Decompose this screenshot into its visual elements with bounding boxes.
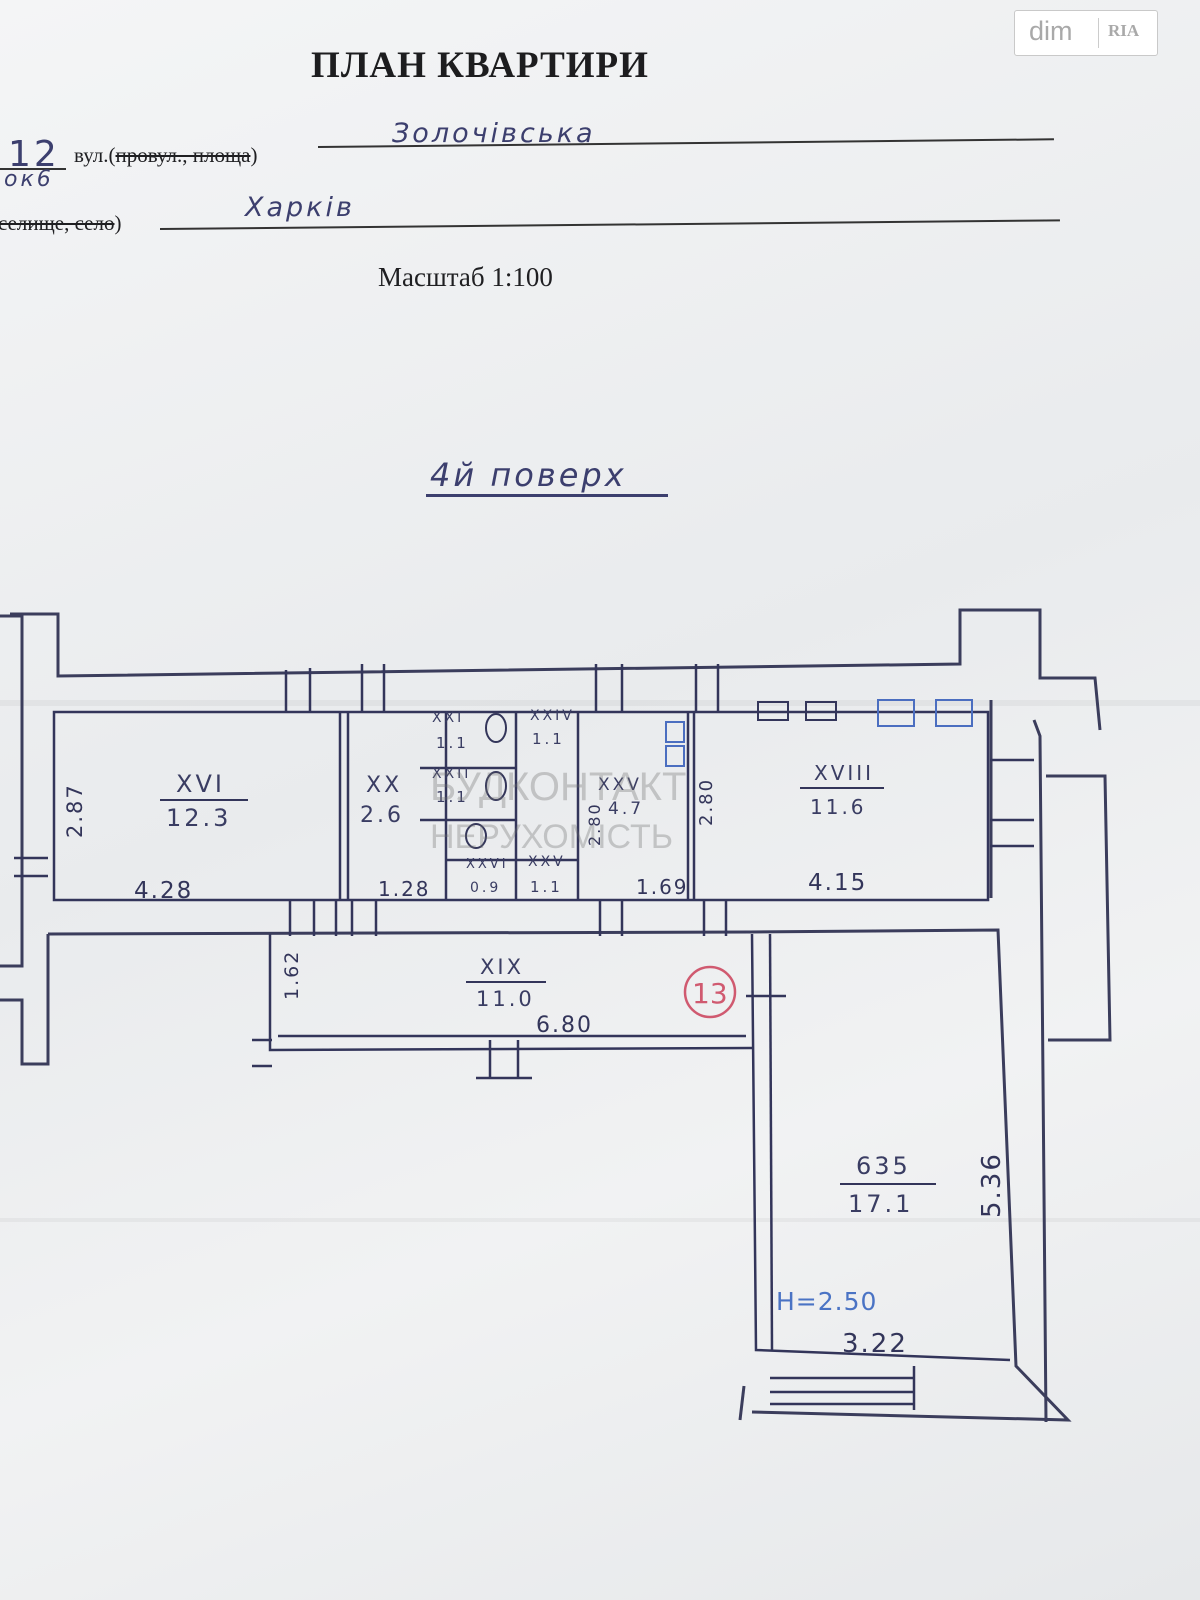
stair-lines <box>770 1376 914 1406</box>
room-walls <box>52 710 1011 1410</box>
dim-ria-logo: dim RIA <box>1014 10 1158 56</box>
outer-wall-far-right <box>1032 719 1048 1423</box>
room-xxv-small-area: 1.1 <box>530 878 563 896</box>
logo-ria-text: RIA <box>1108 21 1140 40</box>
room-xxii-id: XXII <box>432 766 471 782</box>
room-xix-id: XIX <box>480 955 524 979</box>
outer-wall-top <box>10 608 1102 731</box>
room-xix-area: 11.0 <box>476 987 535 1011</box>
logo-dim-text: dim <box>1029 16 1073 46</box>
paper-crease <box>0 700 1200 706</box>
apartment-number-circle <box>683 965 737 1019</box>
scale-label: Масштаб 1:100 <box>378 262 553 292</box>
room-xx-area: 2.6 <box>360 803 404 828</box>
north-room-block <box>52 710 990 902</box>
room-xvi-area: 12.3 <box>166 804 231 832</box>
room-xxiv-id: XXIV <box>530 708 575 724</box>
dim-5-36: 5.36 <box>977 1152 1007 1218</box>
logo-separator <box>1098 18 1099 48</box>
paper-crease <box>0 1218 1200 1222</box>
street-label: вул.(провул., площа) <box>74 143 258 167</box>
bath-fixtures <box>465 701 837 849</box>
document-title: ПЛАН КВАРТИРИ <box>311 45 649 86</box>
sink-icon <box>757 701 789 721</box>
house-number-line <box>0 168 66 170</box>
city-label: селище, село) <box>0 211 122 235</box>
ceiling-height: H=2.50 <box>776 1287 877 1316</box>
cabinet-icon <box>665 745 685 767</box>
dim-4-28: 4.28 <box>134 878 193 904</box>
dim-2-80-a: 2.80 <box>585 802 604 846</box>
dim-2-80-b: 2.80 <box>696 778 717 826</box>
door-marks <box>14 664 1034 1080</box>
room-xvi-id: XVI <box>176 770 225 798</box>
dim-1-62: 1.62 <box>281 950 303 1000</box>
balcony-outline <box>1046 774 1112 1042</box>
dim-2-87: 2.87 <box>63 783 87 838</box>
room-xxii-area: 1.1 <box>436 788 469 806</box>
plan-walls <box>0 608 1112 1423</box>
cabinet-icon <box>665 721 685 743</box>
room-xxi-id: XXI <box>432 710 464 726</box>
dim-3-22: 3.22 <box>842 1329 908 1359</box>
outer-wall-right <box>47 928 1072 1422</box>
dim-1-69: 1.69 <box>636 875 689 899</box>
dim-4-15: 4.15 <box>808 870 867 896</box>
stove-icon <box>935 699 973 727</box>
toilet-icon <box>485 713 507 743</box>
room-xxvi-area: 0.9 <box>470 880 501 896</box>
room-xxv-area: 4.7 <box>608 799 644 819</box>
corridor-wall <box>268 934 753 1052</box>
house-suffix: ок6 <box>4 167 54 192</box>
watermark: БУДКОНТАКТ НЕРУХОМІСТЬ <box>430 765 686 856</box>
room-635-wall-inner <box>768 933 774 1351</box>
room-xxv-id: XXV <box>598 775 642 795</box>
room-xviii-id: XVIII <box>814 761 874 785</box>
watermark-line-1: БУДКОНТАКТ <box>430 765 686 809</box>
room-xxiv-area: 1.1 <box>532 730 565 748</box>
room-labels: XVI 12.3 XX 2.6 XXI 1.1 XXII 1.1 XXIV 1.… <box>160 708 936 1218</box>
sink-icon <box>805 701 837 721</box>
city-value: Харків <box>245 192 355 223</box>
floor-underline <box>426 494 668 497</box>
room-635-wall <box>750 933 1011 1362</box>
room-635-id: 635 <box>856 1152 911 1180</box>
outer-wall-left-lower <box>0 934 50 1066</box>
room-xx-id: XX <box>366 773 402 798</box>
kitchen-fixtures <box>665 699 973 767</box>
apartment-number: 13 <box>692 977 728 1010</box>
outer-wall-left <box>0 614 24 968</box>
dimension-labels: 2.87 4.28 1.28 2.80 2.80 1.69 4.15 1.62 … <box>63 778 1007 1359</box>
watermark-line-2: НЕРУХОМІСТЬ <box>430 818 673 856</box>
room-xxi-area: 1.1 <box>436 734 469 752</box>
floor-label: 4й поверх <box>430 456 627 494</box>
sink-icon <box>465 823 487 849</box>
room-xxvi-id: XXVI <box>466 857 509 872</box>
apartment-mark: 13 <box>683 965 737 1019</box>
room-635-area: 17.1 <box>848 1190 913 1218</box>
dim-6-80: 6.80 <box>536 1013 593 1038</box>
wall-segment <box>738 1385 746 1421</box>
room-xviii-area: 11.6 <box>810 795 867 819</box>
stove-icon <box>877 699 915 727</box>
dim-1-28: 1.28 <box>378 877 431 901</box>
room-xxv-small-id: XXV <box>528 854 566 870</box>
toilet-icon <box>485 771 507 801</box>
